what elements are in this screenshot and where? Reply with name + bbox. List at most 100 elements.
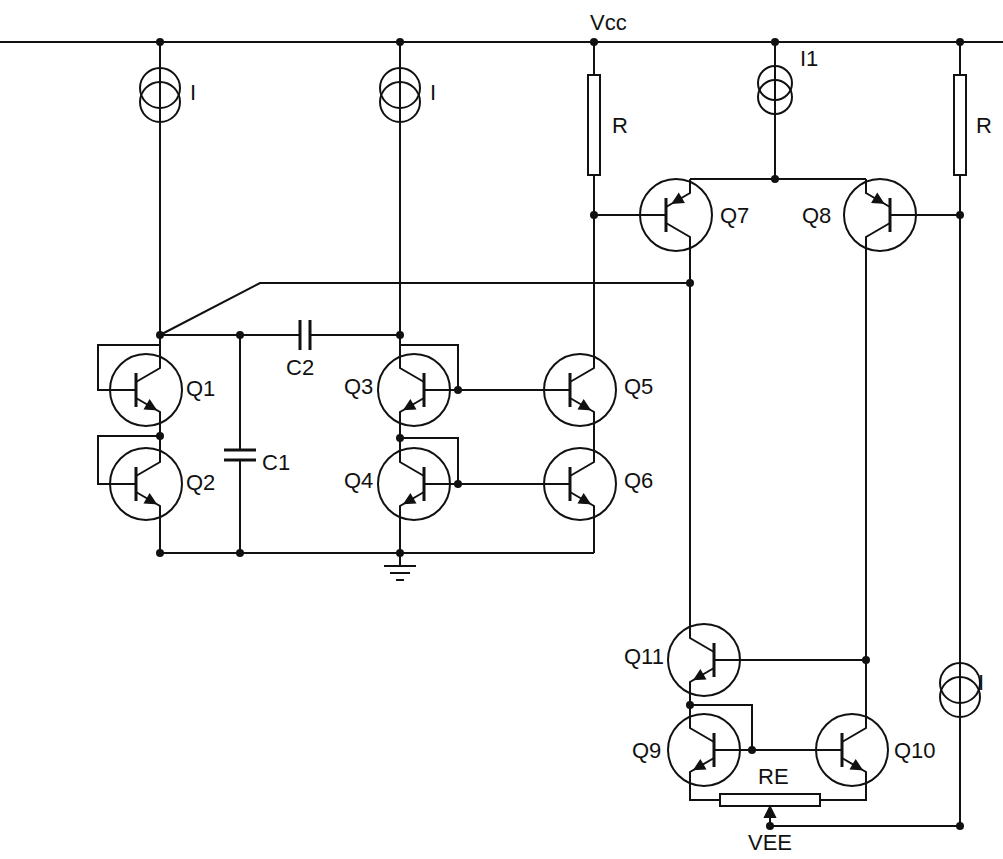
source-ring (380, 82, 420, 122)
base-lead (424, 483, 450, 485)
junction-dot (156, 331, 164, 339)
collector-lead (136, 448, 160, 476)
source-label: I (430, 82, 436, 104)
npn-transistor-symbol (110, 354, 182, 426)
resistor-label: R (612, 115, 628, 137)
junction-dot (236, 331, 244, 339)
npn-transistor-symbol (110, 448, 182, 520)
junction-dot (590, 38, 598, 46)
current-source-symbol (940, 663, 980, 717)
capacitor-label: C2 (286, 357, 314, 379)
wire (450, 483, 544, 485)
base-bar (841, 733, 844, 767)
resistor-label: RE (758, 766, 789, 788)
emitter-arrow (405, 495, 415, 503)
transistor-envelope (378, 448, 450, 520)
base-lead (640, 214, 666, 216)
junction-dot (590, 211, 598, 219)
npn-transistor-symbol (816, 714, 888, 786)
wire (399, 520, 401, 553)
junction-dot (771, 175, 779, 183)
wire (390, 572, 410, 574)
junction-dot (396, 38, 404, 46)
wire (310, 334, 400, 336)
transistor-label: Q8 (802, 205, 831, 227)
base-lead (110, 483, 136, 485)
junction-dot (156, 38, 164, 46)
wire (0, 41, 1003, 43)
potentiometer-symbol (720, 794, 820, 806)
transistor-envelope (816, 714, 888, 786)
base-bar (713, 733, 716, 767)
wire (740, 659, 866, 661)
transistor-envelope (378, 354, 450, 426)
base-bar (423, 373, 426, 407)
junction-dot (956, 211, 964, 219)
wire (820, 786, 866, 800)
junction-dot (454, 386, 462, 394)
junction-dot (748, 746, 756, 754)
wire (690, 705, 752, 750)
emitter-lead (690, 758, 714, 786)
collector-lead (690, 624, 714, 652)
capacitor-plate (224, 449, 256, 452)
junction-dot (686, 279, 694, 287)
emitter-lead (842, 758, 866, 786)
wire (160, 283, 690, 335)
emitter-arrow (695, 671, 705, 679)
pnp-transistor-symbol (640, 179, 712, 251)
wire (98, 345, 160, 390)
emitter-arrow (851, 761, 861, 769)
wiper-arrow (765, 807, 775, 817)
npn-transistor-symbol (378, 448, 450, 520)
capacitor-plate (309, 320, 312, 350)
current-source-symbol (380, 68, 420, 122)
wire (399, 42, 401, 354)
wire (160, 334, 300, 336)
base-lead (544, 483, 570, 485)
capacitor-label: C1 (262, 452, 290, 474)
emitter-arrow (145, 401, 155, 409)
base-lead (714, 659, 740, 661)
emitter-lead (136, 398, 160, 426)
wire (159, 520, 161, 553)
collector-lead (570, 448, 594, 476)
junction-dot (156, 549, 164, 557)
supply-label: Vcc (590, 12, 627, 34)
junction-dot (454, 480, 462, 488)
base-lead (714, 749, 740, 751)
emitter-lead (570, 398, 594, 426)
supply-label: VEE (748, 832, 792, 854)
transistor-label: Q6 (624, 470, 653, 492)
transistor-envelope (544, 354, 616, 426)
emitter-lead (570, 492, 594, 520)
collector-lead (136, 354, 160, 382)
emitter-lead (400, 398, 424, 426)
transistor-label: Q3 (344, 376, 373, 398)
wire (239, 460, 241, 553)
emitter-lead (666, 179, 690, 207)
junction-dot (156, 432, 164, 440)
junction-dot (771, 38, 779, 46)
wire (916, 214, 960, 216)
emitter-lead (136, 492, 160, 520)
source-label: I (978, 672, 984, 694)
source-label: I (190, 82, 196, 104)
emitter-lead (690, 668, 714, 696)
wire (384, 565, 416, 567)
npn-transistor-symbol (668, 714, 740, 786)
base-bar (569, 467, 572, 501)
capacitor-plate (224, 459, 256, 462)
collector-lead (866, 223, 890, 251)
junction-dot (686, 701, 694, 709)
npn-transistor-symbol (378, 354, 450, 426)
wire (770, 825, 960, 827)
junction-dot (956, 822, 964, 830)
junction-dot (396, 434, 404, 442)
source-ring (940, 677, 980, 717)
wire (689, 251, 691, 624)
emitter-arrow (873, 194, 883, 202)
transistor-label: Q7 (720, 205, 749, 227)
base-bar (135, 373, 138, 407)
